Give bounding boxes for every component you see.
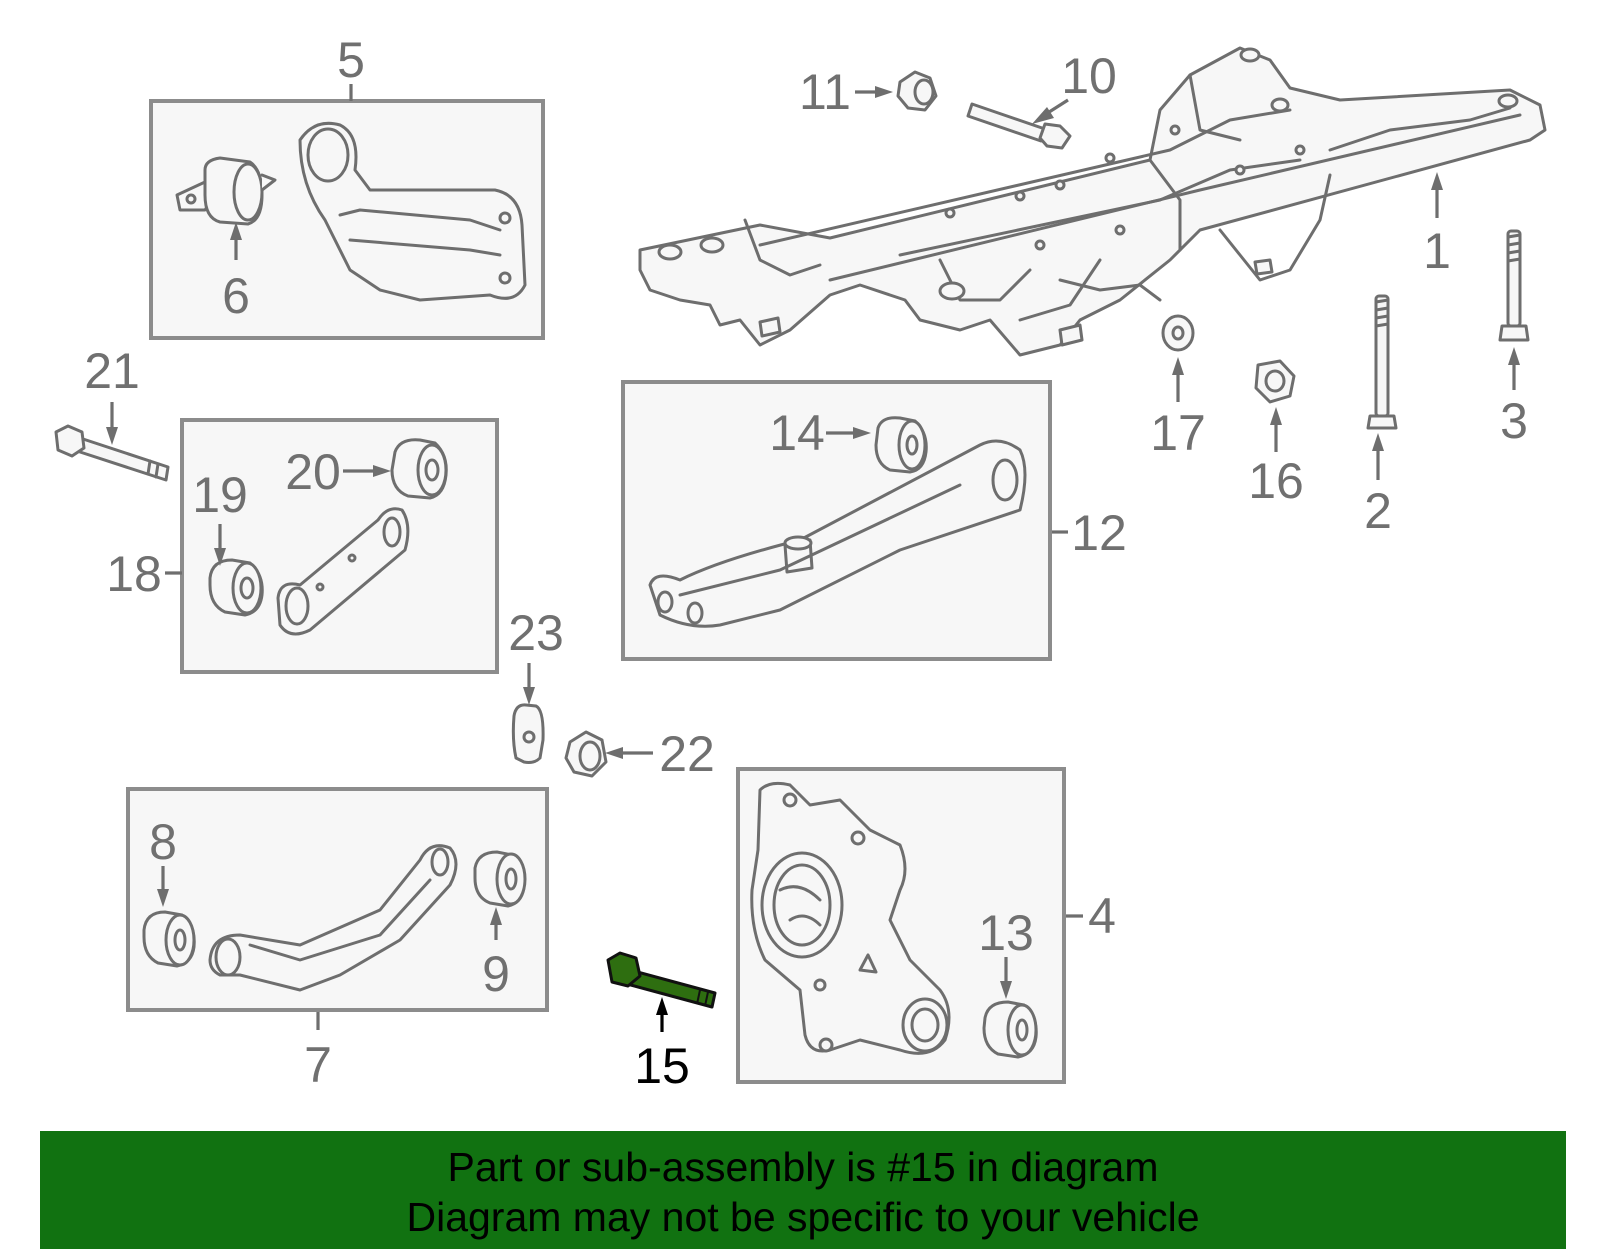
bushing-part-13 [982, 1000, 1038, 1059]
callout-15: 15 [634, 1038, 690, 1094]
nut-part-11 [896, 70, 938, 112]
arm-part-7 [208, 844, 458, 992]
lower-arm-part-12 [648, 439, 1027, 628]
callout-12: 12 [1071, 505, 1127, 561]
nut-part-16 [1254, 359, 1296, 404]
plate-part-23 [511, 703, 545, 764]
info-banner: Part or sub-assembly is #15 in diagram D… [40, 1131, 1566, 1249]
knuckle-part-4 [750, 781, 951, 1055]
bushing-part-9 [473, 850, 527, 908]
bolt-part-10 [966, 102, 1072, 150]
bolt-part-2 [1366, 294, 1398, 430]
nut-part-22 [564, 730, 608, 778]
leader-lines [106, 84, 1520, 1032]
callout-10: 10 [1061, 48, 1117, 104]
bolt-part-15-highlighted [606, 951, 717, 1009]
control-arm-part-5 [298, 121, 527, 302]
washer-part-17 [1161, 314, 1195, 352]
bushing-part-20 [390, 438, 448, 500]
callout-13: 13 [978, 905, 1034, 961]
callout-5: 5 [337, 32, 365, 88]
callout-3: 3 [1500, 393, 1528, 449]
callout-16: 16 [1248, 453, 1304, 509]
callout-6: 6 [222, 268, 250, 324]
banner-line-part: Part or sub-assembly is #15 in diagram [447, 1144, 1159, 1190]
callout-1: 1 [1423, 223, 1451, 279]
callout-19: 19 [192, 467, 248, 523]
bushing-part-19 [208, 558, 264, 617]
bushing-part-14 [874, 416, 928, 474]
callout-22: 22 [659, 726, 715, 782]
callout-4: 4 [1088, 888, 1116, 944]
bushing-part-6 [175, 156, 277, 226]
callout-20: 20 [285, 444, 341, 500]
callout-17: 17 [1150, 405, 1206, 461]
callout-numbers: 1 2 3 4 5 6 7 8 9 10 11 12 13 14 15 16 1… [84, 32, 1528, 1094]
callout-11: 11 [799, 64, 851, 120]
callout-23: 23 [508, 605, 564, 661]
subframe-part [638, 46, 1547, 357]
parts-diagram: 1 2 3 4 5 6 7 8 9 10 11 12 13 14 15 16 1… [54, 32, 1547, 1094]
bushing-part-8 [142, 910, 196, 968]
callout-18: 18 [106, 546, 162, 602]
bolt-part-21 [54, 424, 170, 482]
callout-14: 14 [769, 405, 825, 461]
callout-9: 9 [482, 946, 510, 1002]
link-part-18 [276, 507, 410, 636]
callout-2: 2 [1364, 483, 1392, 539]
banner-line-disclaimer: Diagram may not be specific to your vehi… [406, 1194, 1200, 1240]
callout-7: 7 [304, 1037, 332, 1093]
bolt-part-3 [1498, 229, 1530, 342]
callout-21: 21 [84, 343, 140, 399]
callout-8: 8 [149, 814, 177, 870]
